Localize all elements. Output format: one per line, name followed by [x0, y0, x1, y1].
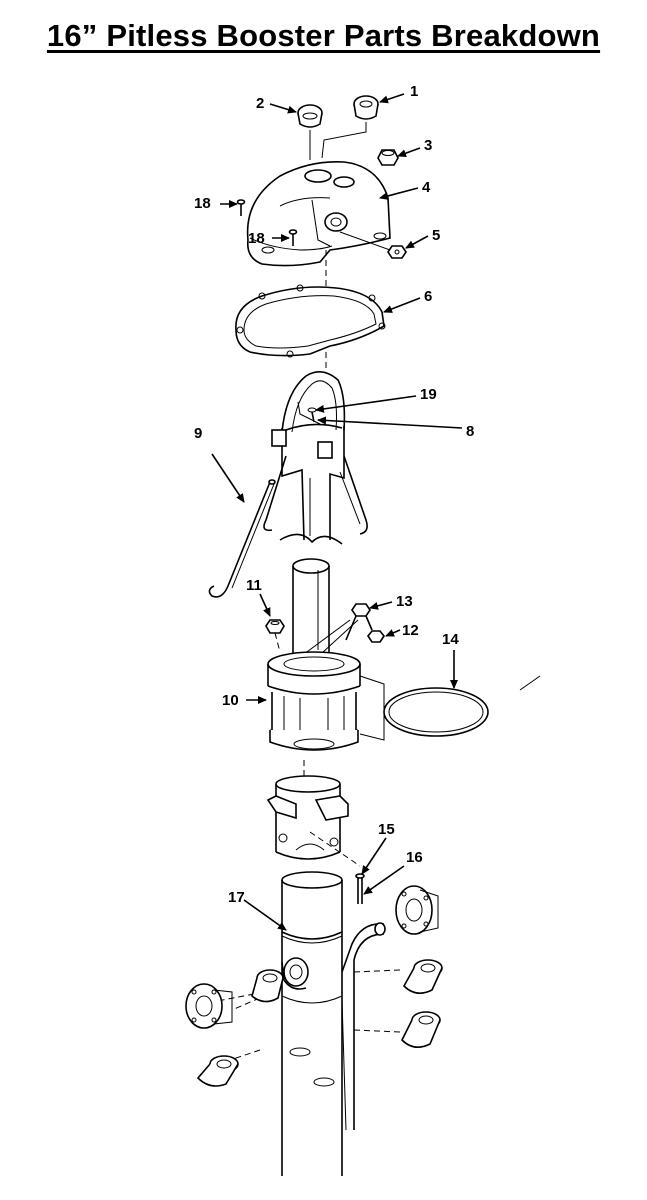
- part-18-screw-b: [288, 229, 298, 246]
- label-part-16: 16: [406, 849, 423, 866]
- nipple-right-upper: [403, 959, 443, 994]
- part-14-o-ring: [383, 687, 489, 737]
- flange-left: [185, 983, 233, 1029]
- label-part-18b: 18: [248, 230, 265, 247]
- nipple-right-lower: [401, 1011, 441, 1048]
- label-part-14: 14: [442, 631, 459, 648]
- leader-part-5: [339, 231, 391, 251]
- part-12-nut: [367, 630, 385, 643]
- label-part-17: 17: [228, 889, 245, 906]
- label-part-13: 13: [396, 593, 413, 610]
- label-part-2: 2: [256, 95, 264, 112]
- part-5-nut: [387, 245, 407, 259]
- part-13-fitting: [295, 603, 373, 665]
- part-4-well-cap: [246, 160, 391, 267]
- label-part-5: 5: [432, 227, 440, 244]
- label-part-11: 11: [246, 577, 262, 594]
- label-part-10: 10: [222, 692, 239, 709]
- label-part-8: 8: [466, 423, 474, 440]
- nipple-left-lower: [196, 1055, 239, 1087]
- part-2-plug: [297, 104, 323, 128]
- leader-part-1: [321, 122, 367, 159]
- nipple-left-upper: [251, 969, 284, 1003]
- drop-pipe-upper: [292, 558, 330, 656]
- label-part-12: 12: [402, 622, 419, 639]
- label-part-1: 1: [410, 83, 418, 100]
- callout-arrows: [211, 93, 463, 931]
- label-part-19: 19: [420, 386, 437, 403]
- part-15-16-bolt: [355, 873, 365, 904]
- part-6-gasket: [235, 284, 386, 358]
- part-10-adapter-body: [267, 651, 385, 751]
- flange-right: [395, 885, 439, 935]
- part-17-spool: [266, 775, 386, 1176]
- page-title: 16” Pitless Booster Parts Breakdown: [46, 18, 601, 53]
- part-18-screw-a: [236, 199, 246, 216]
- label-part-18a: 18: [194, 195, 211, 212]
- part-9-lift-rod: [208, 479, 276, 598]
- part-3-plug: [377, 149, 399, 166]
- label-part-15: 15: [378, 821, 395, 838]
- label-part-4: 4: [422, 179, 431, 196]
- label-part-9: 9: [194, 425, 202, 442]
- part-8-lift-bracket: [263, 371, 368, 545]
- label-part-3: 3: [424, 137, 432, 154]
- label-part-6: 6: [424, 288, 432, 305]
- part-11-nut: [265, 619, 285, 634]
- part-1-plug: [353, 95, 379, 120]
